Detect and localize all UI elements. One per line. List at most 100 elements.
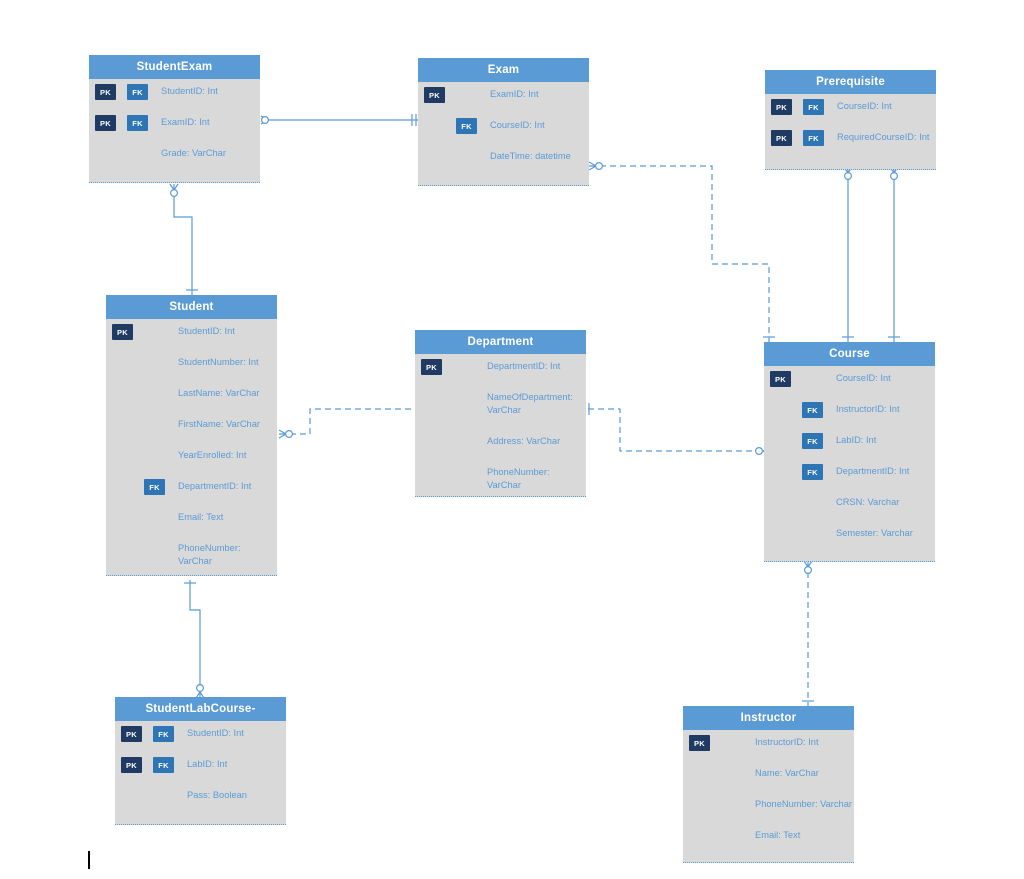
attribute-row[interactable]: NameOfDepartment: VarChar — [415, 385, 586, 429]
primary-key-badge: PK — [689, 735, 710, 751]
attribute-label: StudentNumber: Int — [178, 357, 259, 367]
attribute-row[interactable]: Grade: VarChar — [89, 141, 260, 172]
attribute-row[interactable]: Pass: Boolean — [115, 783, 286, 814]
attribute-label: StudentID: Int — [187, 728, 244, 738]
connector-prerequisite-course-1[interactable] — [842, 166, 854, 342]
primary-key-badge: PK — [421, 359, 442, 375]
connector-department-course[interactable] — [588, 403, 771, 456]
badge-placeholder — [144, 324, 165, 340]
attribute-label: CourseID: Int — [490, 120, 545, 130]
attribute-row[interactable]: Address: VarChar — [415, 429, 586, 460]
badge-slot — [721, 735, 747, 751]
attribute-row[interactable]: CRSN: Varchar — [764, 490, 935, 521]
badge-placeholder — [453, 465, 474, 481]
attribute-label: CourseID: Int — [836, 373, 891, 383]
badge-slot — [421, 465, 447, 481]
badge-slot: FK — [144, 479, 170, 495]
attribute-row[interactable]: Email: Text — [683, 823, 854, 854]
badge-placeholder — [802, 526, 823, 542]
badge-slot: PK — [424, 87, 450, 103]
badge-slot — [802, 371, 828, 387]
attribute-row[interactable]: Semester: Varchar — [764, 521, 935, 552]
attribute-row[interactable]: FirstName: VarChar — [106, 412, 277, 443]
attribute-row[interactable]: PK CourseID: Int — [764, 366, 935, 397]
badge-placeholder — [144, 417, 165, 433]
primary-key-badge: PK — [771, 130, 792, 146]
badge-slot — [456, 149, 482, 165]
connector-course-instructor[interactable] — [802, 560, 814, 706]
badge-slot — [144, 541, 170, 557]
badge-slot — [770, 526, 796, 542]
badge-slot — [421, 390, 447, 406]
connector-studentexam-student[interactable] — [169, 183, 198, 295]
badge-placeholder — [144, 510, 165, 526]
primary-key-badge: PK — [770, 371, 791, 387]
badge-placeholder — [721, 766, 742, 782]
primary-key-badge: PK — [771, 99, 792, 115]
attribute-row[interactable]: PhoneNumber: Varchar — [683, 792, 854, 823]
primary-key-badge: PK — [95, 115, 116, 131]
attribute-row[interactable]: PhoneNumber: VarChar — [415, 460, 586, 491]
badge-slot — [112, 479, 138, 495]
badge-slot — [144, 448, 170, 464]
badge-placeholder — [421, 434, 442, 450]
attribute-row[interactable]: PhoneNumber: VarChar — [106, 536, 277, 567]
badge-placeholder — [770, 526, 791, 542]
badge-slot — [144, 324, 170, 340]
connector-student-department[interactable] — [278, 403, 418, 439]
attribute-label: FirstName: VarChar — [178, 419, 260, 429]
badge-slot — [770, 433, 796, 449]
badge-placeholder — [721, 828, 742, 844]
attribute-label: Email: Text — [178, 512, 224, 522]
badge-slot: FK — [802, 464, 828, 480]
badge-placeholder — [770, 464, 791, 480]
connector-prerequisite-course-2[interactable] — [888, 166, 900, 342]
attribute-label: CRSN: Varchar — [836, 497, 900, 507]
primary-key-badge: PK — [424, 87, 445, 103]
connector-studentexam-exam[interactable] — [260, 114, 418, 126]
attribute-row[interactable]: DateTime: datetime — [418, 144, 589, 175]
foreign-key-badge: FK — [802, 433, 823, 449]
attribute-row[interactable]: StudentNumber: Int — [106, 350, 277, 381]
connector-exam-course[interactable] — [588, 161, 775, 342]
badge-placeholder — [453, 434, 474, 450]
badge-slot: FK — [803, 99, 829, 115]
badge-slot — [144, 386, 170, 402]
badge-placeholder — [127, 146, 148, 162]
attribute-label: RequiredCourseID: Int — [837, 132, 930, 142]
attribute-row[interactable]: LastName: VarChar — [106, 381, 277, 412]
badge-placeholder — [421, 390, 442, 406]
foreign-key-badge: FK — [127, 115, 148, 131]
attribute-row[interactable]: YearEnrolled: Int — [106, 443, 277, 474]
badge-slot — [721, 828, 747, 844]
attribute-row[interactable]: Name: VarChar — [683, 761, 854, 792]
connector-student-studentlabcourse[interactable] — [184, 580, 205, 699]
badge-slot — [112, 510, 138, 526]
attribute-row[interactable]: Email: Text — [106, 505, 277, 536]
